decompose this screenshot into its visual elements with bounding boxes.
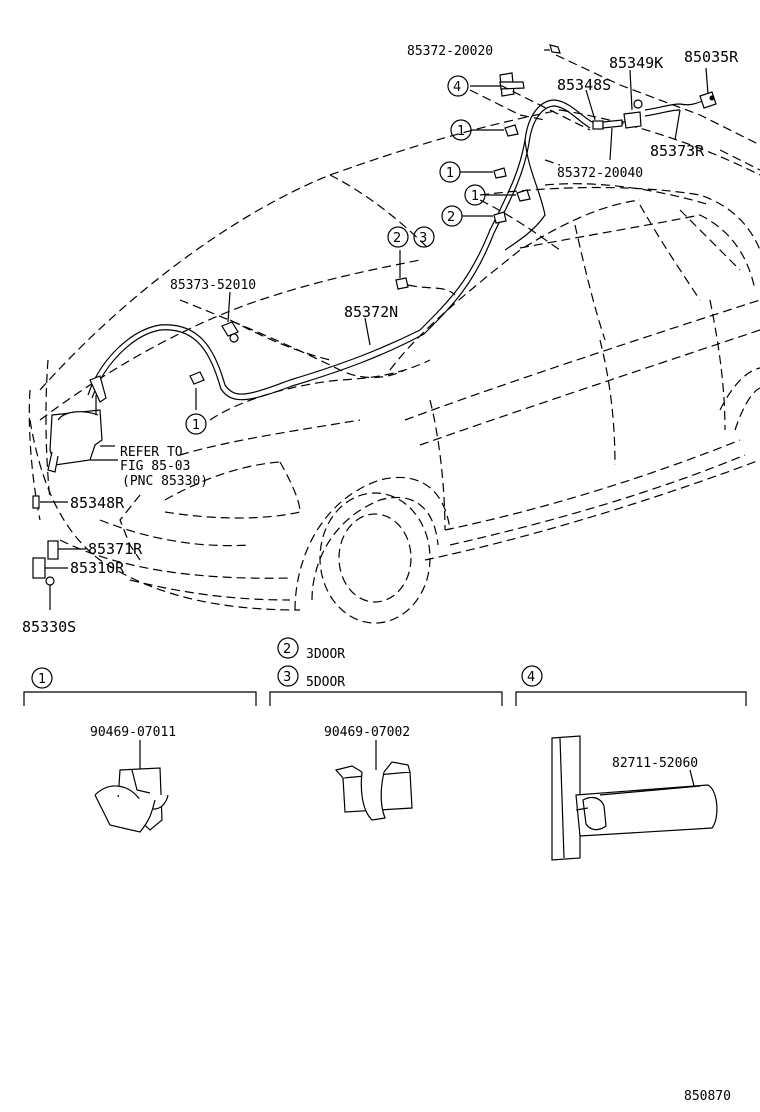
label-85330S: 85330S (22, 618, 76, 636)
label-85372-20040: 85372-20040 (557, 166, 643, 181)
circle-1-b: 1 (446, 166, 454, 181)
joint-85348R (32, 495, 40, 509)
label-85349K: 85349K (609, 54, 663, 72)
washer-tank (49, 409, 103, 466)
circle-2-mid: 2 (393, 231, 401, 246)
label-82711-52060: 82711-52060 (612, 756, 698, 771)
detail-section-4: 4 82711-52060 (515, 665, 747, 861)
joint-85348S (592, 120, 604, 130)
detail-section-1: 1 90469-07011 (23, 667, 257, 833)
circle-1-a: 1 (457, 124, 465, 139)
label-85373-52010: 85373-52010 (170, 278, 256, 293)
circle-2-roof: 2 (447, 210, 455, 225)
car-body (28, 109, 760, 624)
washer-hoses (87, 99, 706, 401)
grommet-85330S (45, 576, 55, 586)
motor-85310R (32, 557, 46, 579)
circled-refs: 4 1 1 1 2 2 3 1 (185, 75, 486, 435)
label-90469-07011: 90469-07011 (90, 725, 176, 740)
components (32, 44, 717, 586)
circle-1-hood: 1 (192, 418, 200, 433)
legend-5door: 5DOOR (306, 675, 345, 690)
label-85348S: 85348S (557, 76, 611, 94)
label-85371R: 85371R (88, 540, 143, 558)
callouts: 85372-20020 85348S 85349K 85035R 85373R … (22, 44, 739, 636)
label-refer-to: REFER TO (120, 445, 183, 460)
circle-1-c: 1 (471, 189, 479, 204)
label-85373R: 85373R (650, 142, 705, 160)
label-refer-pnc: (PNC 85330) (122, 474, 208, 489)
nozzle-85035R (699, 91, 717, 109)
detail-circle-1: 1 (38, 672, 46, 687)
pump-85371R (47, 540, 59, 560)
clip-hood-2 (189, 371, 205, 385)
figure-number: 850870 (684, 1089, 731, 1104)
clip-hood-1 (221, 321, 239, 337)
circle-3-mid: 3 (419, 231, 427, 246)
label-refer-fig: FIG 85-03 (120, 459, 190, 474)
legend-circle-3: 3 (283, 670, 291, 685)
cap-85372-20020 (549, 44, 561, 54)
label-85035R: 85035R (684, 48, 739, 66)
label-90469-07002: 90469-07002 (324, 725, 410, 740)
door-legend: 2 3DOOR 3 5DOOR (277, 637, 345, 690)
label-85310R: 85310R (70, 559, 125, 577)
label-85372-20020: 85372-20020 (407, 44, 493, 59)
circle-4-roof: 4 (453, 80, 461, 95)
legend-circle-2: 2 (283, 642, 291, 657)
detail-section-2-3: 90469-07002 (269, 691, 503, 821)
valve-85349K (623, 111, 642, 129)
label-85372N: 85372N (344, 303, 398, 321)
detail-circle-4: 4 (527, 670, 535, 685)
legend-3door: 3DOOR (306, 647, 345, 662)
label-85348R: 85348R (70, 494, 125, 512)
leader-lines (40, 49, 760, 610)
